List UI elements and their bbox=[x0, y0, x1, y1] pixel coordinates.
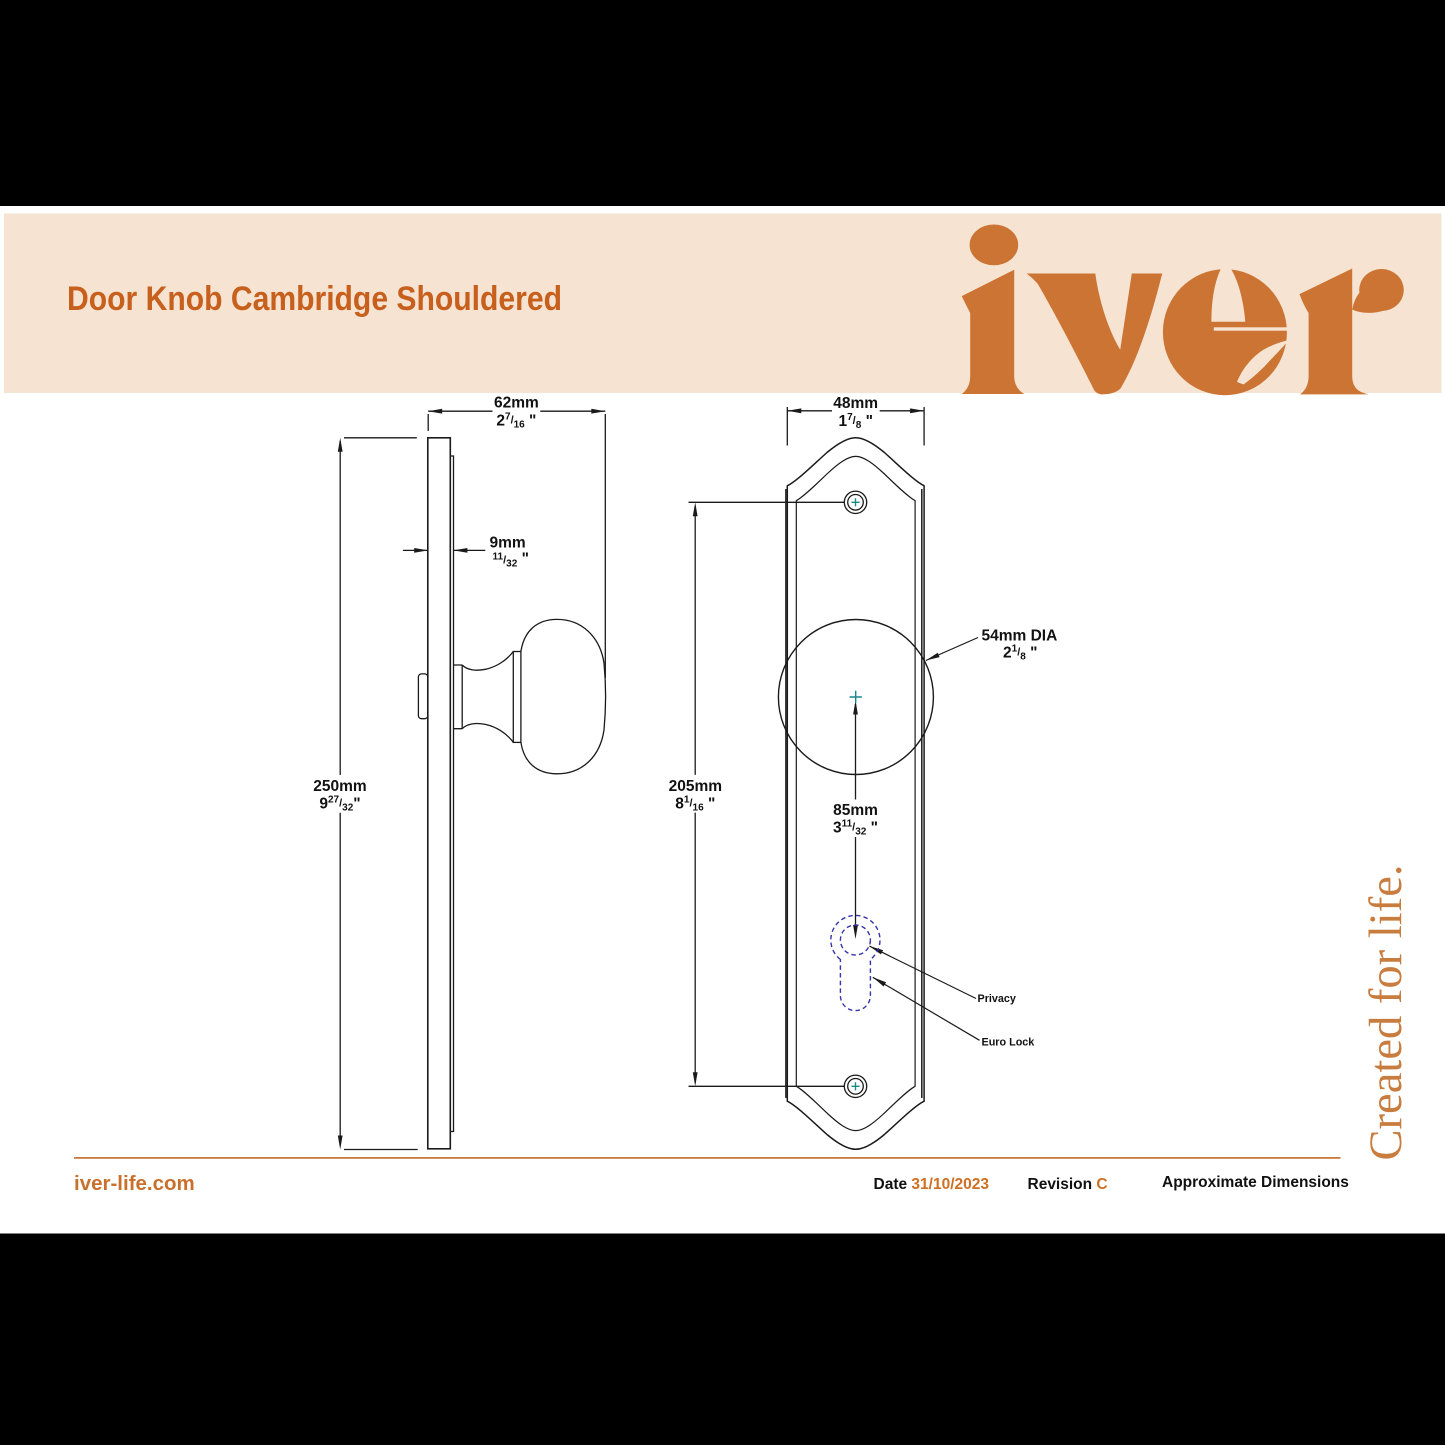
svg-text:48mm: 48mm bbox=[833, 395, 878, 412]
svg-text:17/8 ": 17/8 " bbox=[838, 412, 872, 431]
svg-text:Euro Lock: Euro Lock bbox=[982, 1036, 1036, 1048]
svg-text:Revision C: Revision C bbox=[1028, 1176, 1108, 1193]
svg-text:Door Knob Cambridge Shouldered: Door Knob Cambridge Shouldered bbox=[67, 280, 562, 318]
svg-text:311/32 ": 311/32 " bbox=[833, 819, 878, 838]
svg-text:927/32": 927/32" bbox=[319, 795, 360, 814]
svg-text:81/16 ": 81/16 " bbox=[675, 795, 715, 814]
svg-text:Privacy: Privacy bbox=[978, 993, 1016, 1005]
svg-text:62mm: 62mm bbox=[494, 395, 539, 412]
svg-text:85mm: 85mm bbox=[833, 802, 878, 819]
svg-text:250mm: 250mm bbox=[313, 778, 366, 795]
svg-text:205mm: 205mm bbox=[669, 778, 722, 795]
svg-text:54mm DIA: 54mm DIA bbox=[982, 628, 1058, 645]
svg-text:Approximate Dimensions: Approximate Dimensions bbox=[1162, 1174, 1349, 1191]
svg-text:27/16 ": 27/16 " bbox=[496, 412, 536, 431]
svg-text:Date 31/10/2023: Date 31/10/2023 bbox=[874, 1176, 990, 1193]
svg-text:9mm: 9mm bbox=[490, 535, 526, 552]
svg-text:iver-life.com: iver-life.com bbox=[74, 1172, 195, 1195]
svg-text:21/8 ": 21/8 " bbox=[1003, 644, 1037, 663]
svg-text:11/32 ": 11/32 " bbox=[493, 551, 529, 570]
svg-text:Created for life.: Created for life. bbox=[1360, 865, 1412, 1161]
